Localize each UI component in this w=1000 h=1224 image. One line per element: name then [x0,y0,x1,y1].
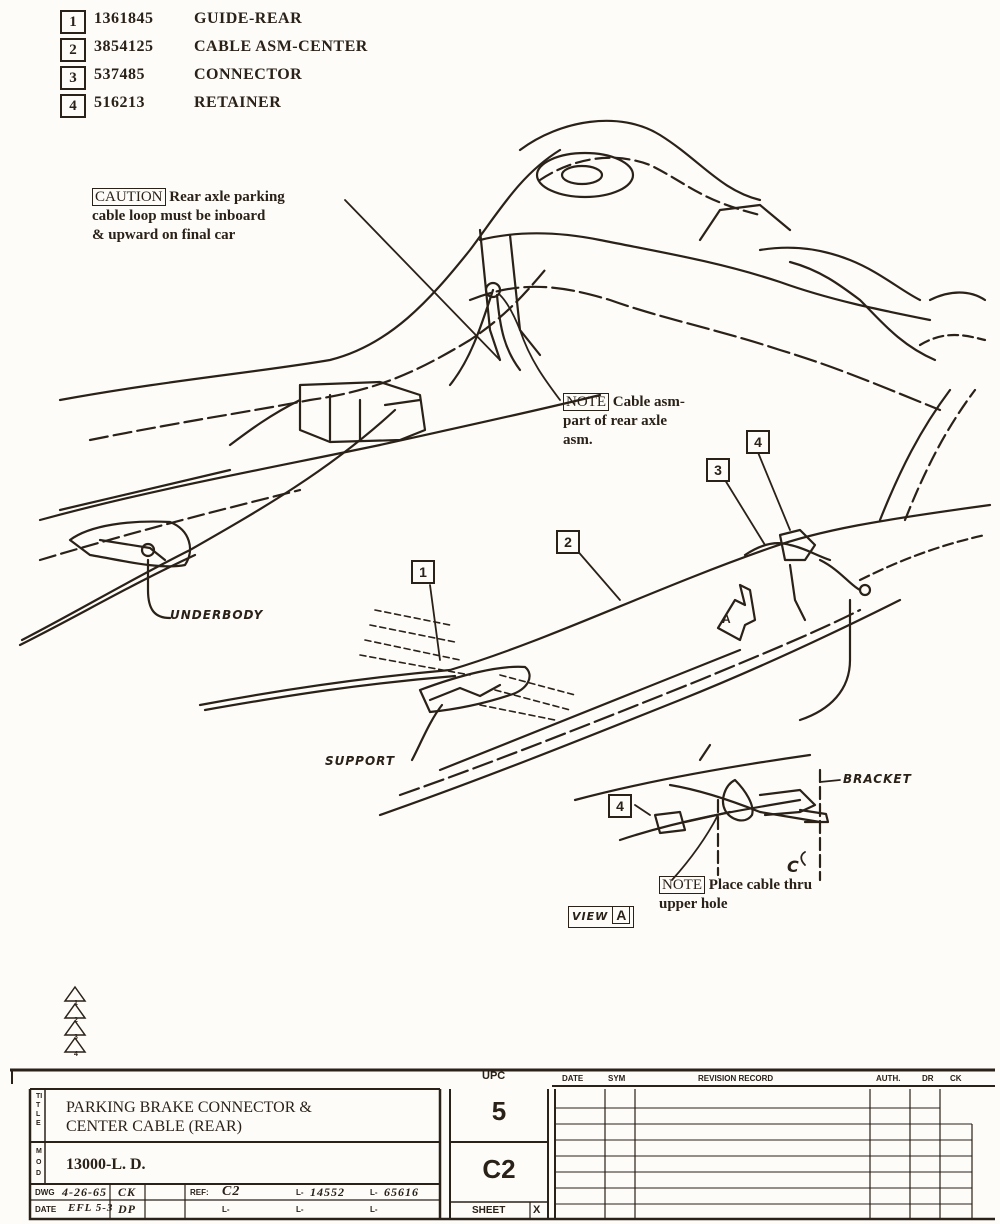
part-number: 3854125 [94,38,154,55]
caution-tag: CAUTION [92,188,166,206]
l-prefix: L- [370,1205,378,1214]
part-name: GUIDE-REAR [194,10,303,27]
ref-code: C2 [482,1154,516,1184]
part-number: 516213 [94,94,145,111]
drawing-title-line: CENTER CABLE (REAR) [66,1118,242,1135]
dwg-by: CK [118,1185,137,1199]
l-number: 65616 [384,1185,419,1199]
mod-side-label: MOD [36,1148,42,1177]
underbody-label: UNDERBODY [170,608,264,622]
upc-value: 5 [491,1096,507,1126]
part-name: CONNECTOR [194,66,303,83]
note-text: Cable asm- [612,394,685,410]
title-block-grid [10,1068,995,1221]
rev-header-auth: AUTH. [876,1074,901,1083]
part-index: 4 [60,94,86,118]
revision-mark: 1 [74,1000,78,1007]
bracket-label: BRACKET [843,772,912,786]
ref-value: C2 [222,1184,241,1199]
callout-guide-rear: 1 [411,560,435,584]
part-index: 3 [60,66,86,90]
caution-text: & upward on final car [92,227,236,243]
rev-header-dr: DR [922,1074,934,1083]
chassis-illustration [18,119,992,882]
part-number: 537485 [94,66,145,83]
parts-list-row: 2 3854125 CABLE ASM-CENTER [60,36,480,64]
title-side-label: TITLE [36,1093,43,1127]
note-text: Place cable thru [708,877,813,893]
rev-header-sym: SYM [608,1074,626,1083]
l-prefix: L- [296,1188,304,1197]
date-by: DP [118,1202,136,1216]
title-block: TITLE PARKING BRAKE CONNECTOR & CENTER C… [0,1064,1000,1224]
parts-list: 1 1361845 GUIDE-REAR 2 3854125 CABLE ASM… [60,8,480,120]
note-text: part of rear axle [563,413,667,429]
part-number: 1361845 [94,10,154,27]
note-tag: NOTE [563,393,609,411]
ref-label: REF: [190,1188,209,1197]
callout-cable-center: 2 [556,530,580,554]
drawing-title-line: PARKING BRAKE CONNECTOR & [66,1099,312,1116]
sheet-value: X [533,1204,541,1216]
parts-list-row: 3 537485 CONNECTOR [60,64,480,92]
support-label: SUPPORT [325,754,396,768]
date-label: DATE [35,1205,57,1214]
part-index: 2 [60,38,86,62]
callout-connector: 3 [706,458,730,482]
l-prefix: L- [370,1188,378,1197]
dwg-label: DWG [35,1188,55,1197]
revision-mark: 4 [74,1051,78,1058]
revision-mark: 3 [74,1034,78,1041]
upc-header: UPC [482,1070,506,1082]
caution-text: Rear axle parking [169,189,285,205]
date-value: EFL 5-3 [68,1202,114,1214]
part-name: CABLE ASM-CENTER [194,38,368,55]
l-prefix: L- [296,1205,304,1214]
caution-note: CAUTION Rear axle parking cable loop mus… [92,188,285,245]
note-text: upper hole [659,896,728,912]
model-code: 13000-L. D. [66,1156,146,1173]
l-number: 14552 [310,1185,345,1199]
drawing-title: PARKING BRAKE CONNECTOR & CENTER CABLE (… [66,1098,312,1136]
part-name: RETAINER [194,94,282,111]
view-letter: A [612,906,631,924]
revision-triangle-icon [63,1002,87,1019]
c-mark: C [787,857,800,876]
view-a-marker: VIEW A [568,906,635,928]
note-text: asm. [563,432,593,448]
view-arrow-label: A [722,612,731,626]
view-label: VIEW [572,909,609,923]
rev-header-record: REVISION RECORD [698,1074,774,1083]
part-index: 1 [60,10,86,34]
parts-list-row: 1 1361845 GUIDE-REAR [60,8,480,36]
caution-text: cable loop must be inboard [92,208,266,224]
dwg-date: 4-26-65 [62,1185,107,1199]
place-cable-note: NOTE Place cable thru upper hole [659,876,812,914]
callout-retainer: 4 [746,430,770,454]
revision-triangle-icon [63,1036,87,1053]
l-prefix: L- [222,1205,230,1214]
sheet-label: SHEET [472,1205,506,1216]
callout-retainer-view: 4 [608,794,632,818]
parts-list-row: 4 516213 RETAINER [60,92,480,120]
revision-mark: 2 [74,1017,78,1024]
note-tag: NOTE [659,876,705,894]
cable-note: NOTE Cable asm- part of rear axle asm. [563,393,685,450]
revision-triangle-icon [63,985,87,1002]
rev-header-date: DATE [562,1074,584,1083]
revision-triangle-icon [63,1019,87,1036]
rev-header-ck: CK [950,1074,962,1083]
revision-triangles [63,985,87,1053]
